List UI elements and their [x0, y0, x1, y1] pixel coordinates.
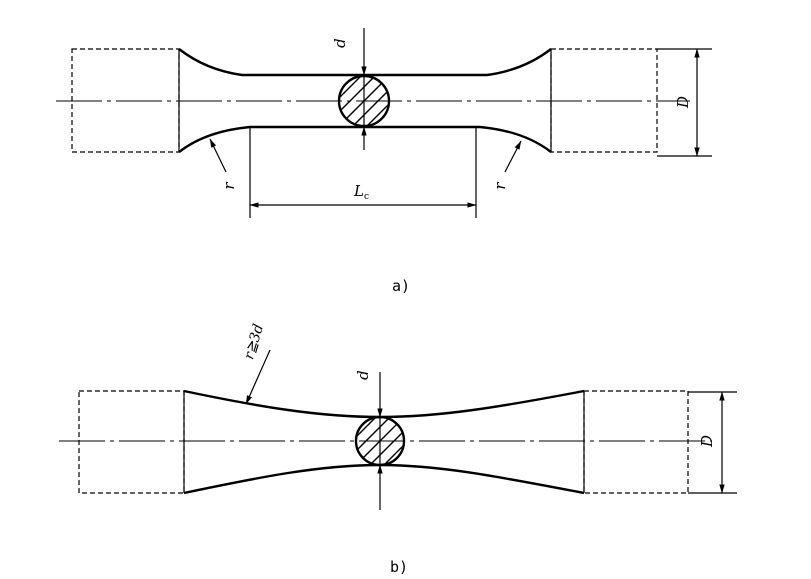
r-leader-right-a [504, 140, 522, 173]
caption-b: b) [390, 558, 408, 576]
label-D-b: D [698, 435, 716, 448]
label-d-a: d [331, 38, 349, 48]
r-leader-b [245, 349, 271, 405]
label-r-left-a: r [220, 182, 238, 190]
specimen-b-outline [183, 389, 585, 495]
label-D-a: D [674, 96, 692, 109]
label-r-right-a: r [491, 182, 509, 190]
label-d-b: d [354, 370, 372, 380]
label-Lc: Lc [353, 182, 369, 202]
left-grip-outline [71, 48, 180, 153]
label-r-b: r≧3d [241, 322, 267, 361]
left-grip-outline-b [78, 390, 185, 494]
r-leader-left-a [209, 138, 227, 173]
figure-b: d D r≧3d b) [59, 322, 737, 576]
right-grip-outline-b [583, 390, 689, 494]
figure-a: d D Lc r r a) [56, 28, 712, 295]
caption-a: a) [392, 277, 410, 295]
right-grip-outline [550, 48, 658, 153]
